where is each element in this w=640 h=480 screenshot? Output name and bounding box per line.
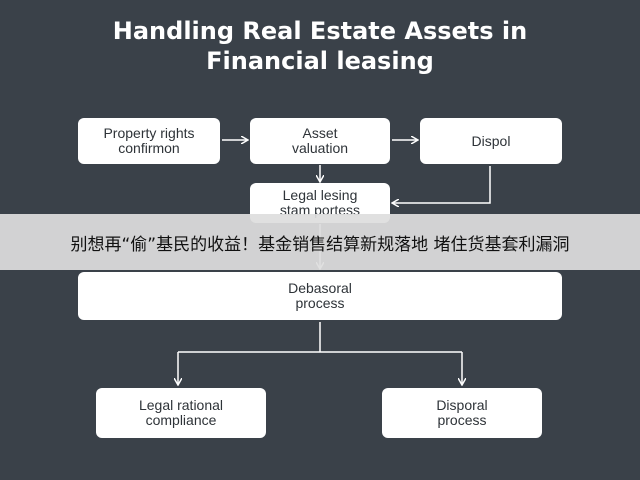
node-disporal-process: Disporal process <box>382 388 542 438</box>
headline-banner: 别想再“偷”基民的收益！基金销售结算新规落地 堵住货基套利漏洞 <box>0 214 640 270</box>
node-dispol: Dispol <box>420 118 562 164</box>
node-legal-compliance: Legal rational compliance <box>96 388 266 438</box>
node-property-rights: Property rights confirmon <box>78 118 220 164</box>
node-debasoral-process: Debasoral process <box>78 272 562 320</box>
diagram-title: Handling Real Estate Assets in Financial… <box>112 17 528 75</box>
node-asset-valuation: Asset valuation <box>250 118 390 164</box>
arrow-dispol-to-legal <box>393 166 491 203</box>
